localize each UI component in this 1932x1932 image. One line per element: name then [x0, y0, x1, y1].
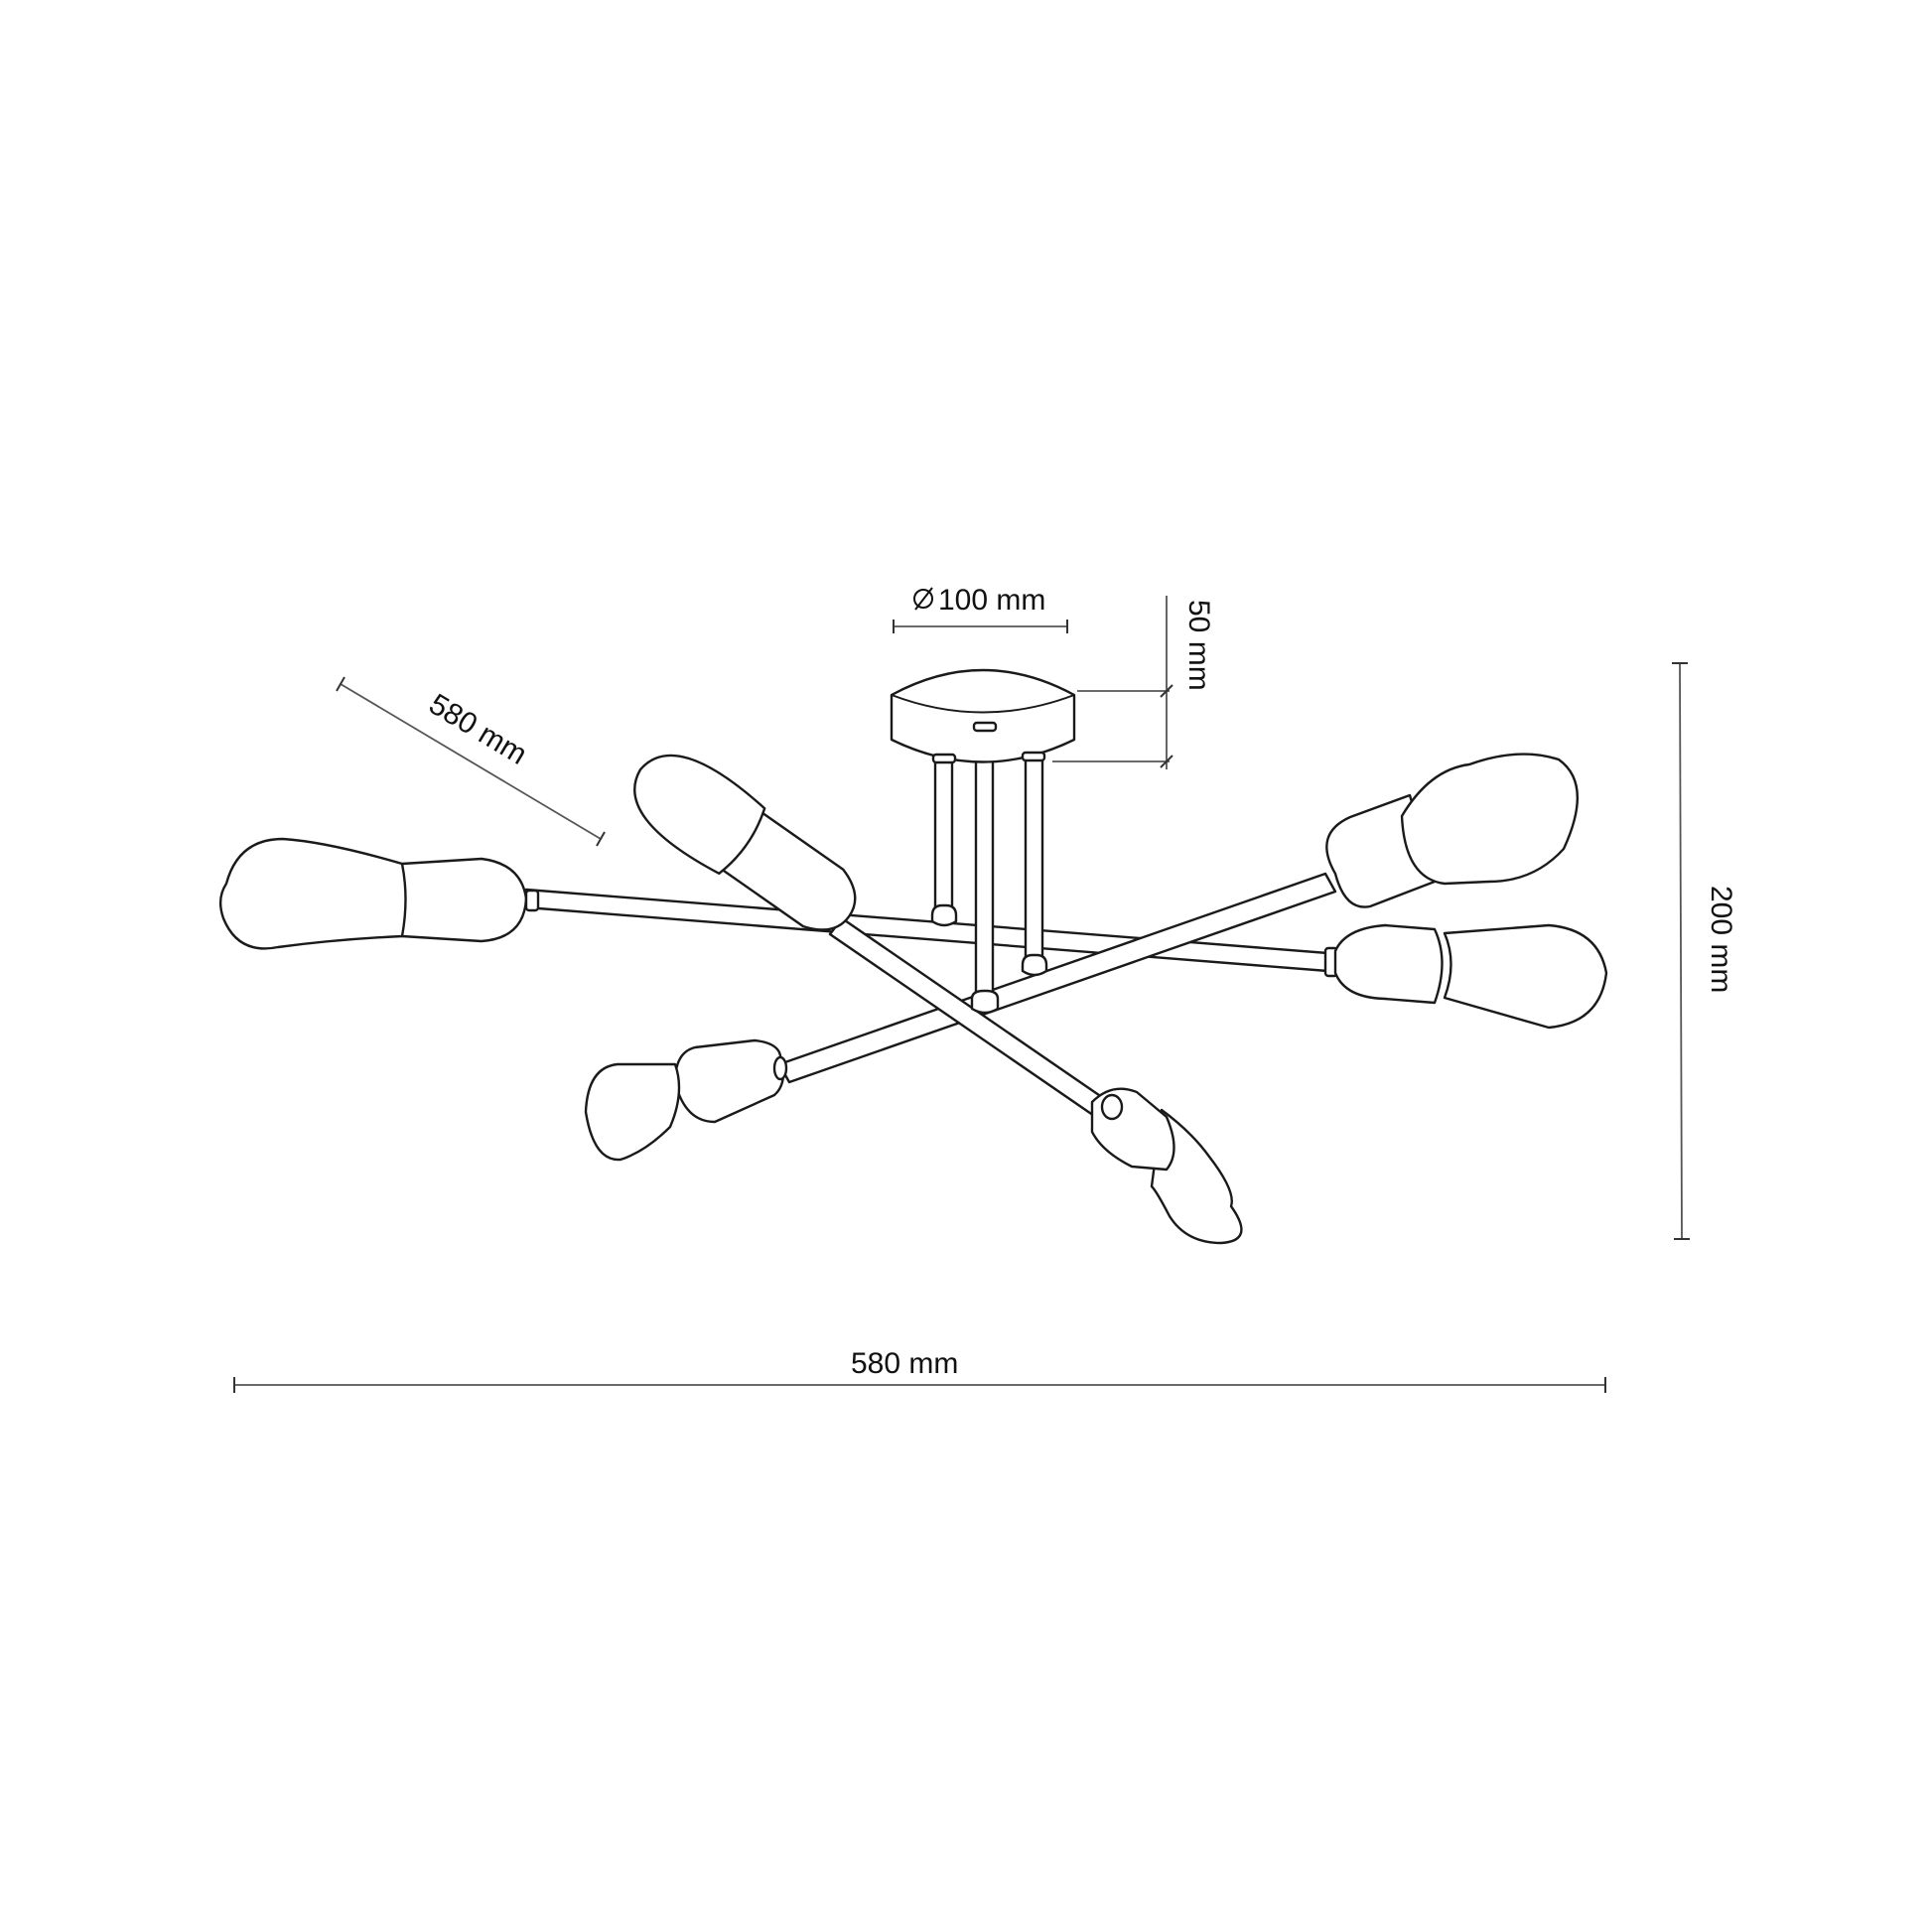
- bulb-lower-middle: [1090, 1087, 1243, 1245]
- ceiling-canopy: [890, 668, 1076, 764]
- total-width-label: 580 mm: [851, 1347, 958, 1380]
- arm-length-label: 580 mm: [423, 688, 532, 771]
- bulb-upper-right: [1325, 753, 1580, 908]
- dimension-arm-length: 580 mm: [336, 676, 606, 847]
- dimension-total-height: 200 mm: [1672, 662, 1737, 1240]
- dimension-canopy-diameter: 100 mm: [893, 584, 1068, 633]
- bulb-lower-left: [584, 1038, 788, 1162]
- support-rods: [930, 733, 1048, 1015]
- bulb-left: [218, 837, 540, 950]
- dimension-total-width: 580 mm: [233, 1347, 1606, 1393]
- canopy-height-label: 50 mm: [1182, 600, 1215, 691]
- total-height-label: 200 mm: [1705, 886, 1737, 993]
- arm-rising: [777, 872, 1337, 1084]
- bulb-upper-left: [633, 754, 857, 931]
- canopy-diameter-label: 100 mm: [938, 584, 1045, 617]
- dimension-canopy-height: 50 mm: [1052, 596, 1215, 769]
- bulb-right: [1323, 923, 1608, 1030]
